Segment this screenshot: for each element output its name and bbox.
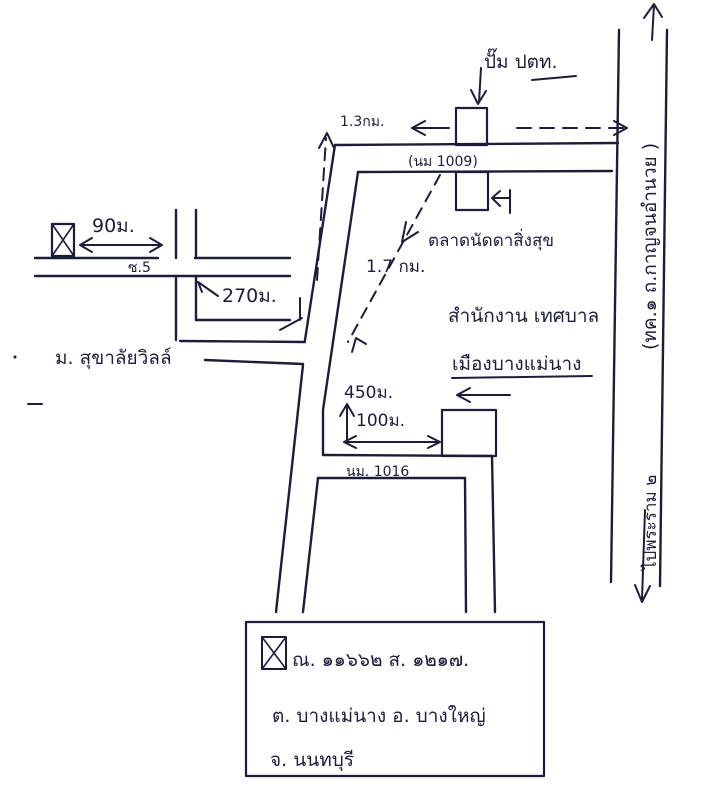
legend-line-3: จ. นนทบุรี xyxy=(270,749,354,772)
arrow-up-icon xyxy=(318,132,335,149)
market-label: ตลาดนัดดาสิ่งสุข xyxy=(428,228,554,251)
arrow-down-icon xyxy=(634,509,651,603)
distance-1-3km: 1.3กม. xyxy=(340,114,384,130)
distance-arrow-270m xyxy=(279,297,303,331)
market-marker xyxy=(454,170,490,212)
legend-line-1: ณ. ๑๑๖๖๒ ส. ๑๒๑๗. xyxy=(292,649,469,671)
arrow-down-icon xyxy=(470,67,487,105)
village-road xyxy=(178,339,307,366)
office-label-line1: สำนักงาน เทศบาล xyxy=(448,305,599,327)
dashed-route-diagonal xyxy=(347,174,441,343)
arrow-left-icon xyxy=(411,120,450,136)
road-1009-label: (นม 1009) xyxy=(408,154,478,170)
soi-5-road xyxy=(33,208,292,342)
village-label: ม. สุขาลัยวิลล์ xyxy=(55,347,172,370)
distance-arrow-450m xyxy=(339,403,355,443)
arrow-left-icon xyxy=(456,387,511,403)
arrow-icon xyxy=(351,337,367,353)
legend-line-2: ต. บางแม่นาง อ. บางใหญ่ xyxy=(272,705,486,727)
distance-1-7km: 1.7 กม. xyxy=(366,257,425,277)
road-1016 xyxy=(301,453,497,614)
arrow-up-icon xyxy=(643,3,663,41)
legend-house-icon xyxy=(261,636,287,670)
road-1016-label: นม. 1016 xyxy=(346,464,409,480)
distance-270m: 270ม. xyxy=(222,285,277,307)
gas-station-underline xyxy=(531,75,577,81)
arrow-right-icon xyxy=(613,120,628,136)
arrow-left-icon xyxy=(197,281,219,297)
distance-450m: 450ม. xyxy=(344,383,393,403)
office-label-line2: เมืองบางแม่นาง xyxy=(452,353,581,375)
right-road-label-bottom: ไปพระราม ๒ xyxy=(640,475,661,572)
address-legend xyxy=(244,620,546,778)
office-label-underline xyxy=(451,375,593,379)
distance-100m: 100ม. xyxy=(356,411,405,431)
distance-arrow-100m xyxy=(343,435,441,449)
dashed-route-up xyxy=(316,137,327,281)
distance-arrow-90m xyxy=(79,237,163,253)
distance-90m: 90ม. xyxy=(92,215,135,237)
arrow-left-icon xyxy=(491,189,511,214)
gas-station-marker xyxy=(454,106,489,147)
stray-dot xyxy=(13,355,17,359)
target-house-marker xyxy=(50,222,76,258)
arrow-icon xyxy=(401,221,419,243)
road-vertical-left xyxy=(274,143,360,614)
gas-station-label: ปั๊ม ปตท. xyxy=(484,48,558,73)
right-road-label-top: (ทค.๑ ถ.กาญจนอำนวย ) xyxy=(639,143,661,350)
office-marker xyxy=(440,408,498,458)
soi-5-label: ซ.5 xyxy=(128,260,151,276)
